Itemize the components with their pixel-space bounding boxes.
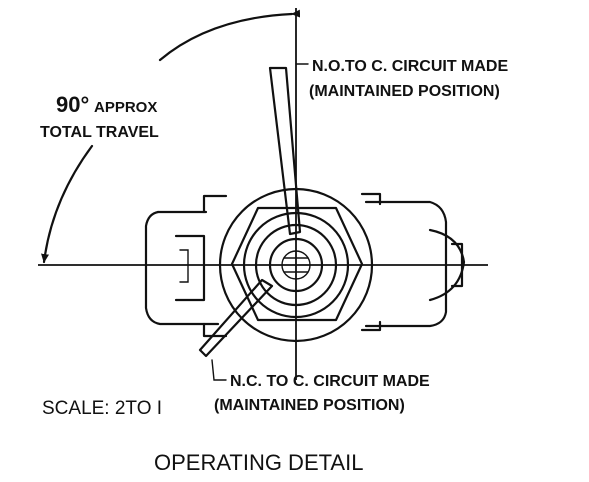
no-circuit-label: N.O.TO C. CIRCUIT MADE [312,58,508,75]
no-circuit-position-label: (MAINTAINED POSITION) [309,83,500,100]
leader-lines [211,63,309,381]
lever-nc-position [198,278,274,358]
nc-circuit-position-label: (MAINTAINED POSITION) [214,397,405,414]
scale-label: SCALE: 2TO I [42,398,162,419]
lever-no-position [268,66,302,236]
total-travel-label: TOTAL TRAVEL [40,124,159,141]
nc-leader [211,359,227,381]
shaft-center [281,250,311,280]
right-housing [364,200,448,328]
hex-nut [230,206,364,322]
right-terminal [450,242,464,288]
left-mount-bottom [202,322,228,338]
travel-arc [41,9,301,264]
labels: 90° APPROX TOTAL TRAVEL N.O.TO C. CIRCUI… [40,58,508,475]
travel-approx-label: APPROX [94,99,157,116]
right-mount-bottom [360,320,382,332]
title-label: OPERATING DETAIL [154,450,363,475]
nc-circuit-label: N.C. TO C. CIRCUIT MADE [230,373,430,390]
travel-angle-label: 90° [56,92,89,117]
switch-body [144,66,466,358]
travel-arc-upper [158,9,301,62]
right-housing-cap [428,228,466,302]
left-terminal [179,249,189,283]
shaft-ring [268,237,324,293]
left-housing-inner [174,234,206,302]
right-mount-top [360,192,382,206]
left-housing [144,210,220,326]
travel-arc-lower [41,144,94,264]
middle-ring [242,211,350,319]
inner-ring [254,223,338,307]
left-mount-top [202,194,228,214]
